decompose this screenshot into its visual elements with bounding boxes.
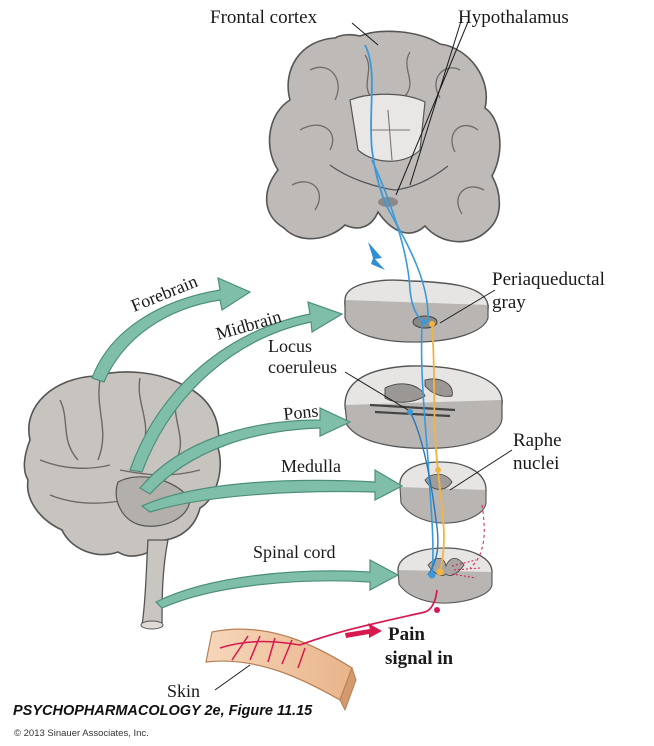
medulla-label: Medulla (281, 456, 341, 476)
gray-label: gray (492, 292, 526, 313)
hypothalamus-label: Hypothalamus (458, 7, 569, 28)
periaqueductal-label: Periaqueductal (492, 269, 605, 290)
descending-arrow-icon (368, 242, 385, 270)
nuclei-label: nuclei (513, 453, 559, 474)
coronal-brain-section (267, 31, 500, 241)
signal-in-label: signal in (385, 648, 454, 669)
spinal-cord-label: Spinal cord (253, 542, 336, 562)
pain-label: Pain (388, 624, 425, 645)
raphe-label: Raphe (513, 430, 562, 451)
pons-label: Pons (282, 400, 319, 424)
locus-label: Locus (268, 336, 312, 356)
copyright-notice: © 2013 Sinauer Associates, Inc. (14, 728, 149, 739)
spinal-cord-section (398, 548, 492, 603)
midbrain-section (345, 280, 488, 342)
spinal-cord-arrow (156, 560, 398, 608)
frontal-cortex-label: Frontal cortex (210, 7, 318, 28)
skin-patch (206, 629, 356, 710)
figure-caption: PSYCHOPHARMACOLOGY 2e, Figure 11.15 (13, 703, 312, 719)
coeruleus-label: coeruleus (268, 357, 337, 377)
skin-label: Skin (167, 681, 200, 701)
